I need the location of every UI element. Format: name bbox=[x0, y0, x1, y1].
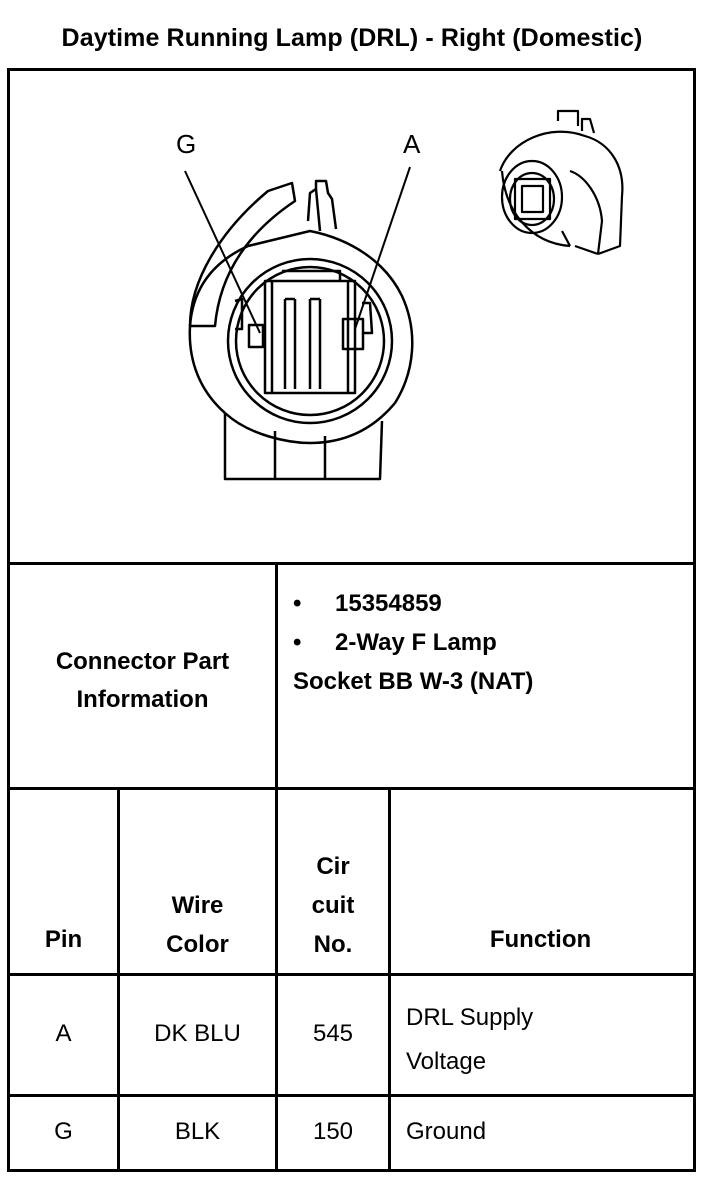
row-a-function-line1: DRL Supply bbox=[406, 1004, 534, 1031]
row-g-function: Ground bbox=[406, 1118, 487, 1145]
header-circuit-line1: Cir bbox=[316, 853, 350, 880]
row-g-pin: G bbox=[54, 1118, 73, 1145]
part-number: 15354859 bbox=[335, 590, 442, 617]
divider-connector-bottom bbox=[7, 787, 693, 790]
connector-part-label: Connector Part Information bbox=[10, 643, 275, 719]
row-a-function-line2: Voltage bbox=[406, 1048, 487, 1075]
table-frame bbox=[7, 68, 696, 1172]
divider-row-a-bottom bbox=[7, 1094, 693, 1097]
header-circuit-line2: cuit bbox=[311, 892, 355, 919]
header-circuit: Cir cuit No. bbox=[278, 847, 388, 964]
row-a-pin: A bbox=[55, 1020, 72, 1047]
connector-part-label-line1: Connector Part bbox=[55, 648, 230, 675]
description-item: • 2-Way F Lamp bbox=[293, 623, 683, 662]
header-circuit-line3: No. bbox=[313, 931, 353, 958]
divider-col-circuit bbox=[388, 787, 391, 1169]
divider-connector-col bbox=[275, 562, 278, 790]
connector-perspective-drawing bbox=[498, 109, 624, 256]
label-g: G bbox=[176, 129, 196, 159]
part-number-item: • 15354859 bbox=[293, 584, 683, 623]
bullet-icon: • bbox=[293, 629, 302, 656]
divider-header-bottom bbox=[7, 973, 693, 976]
description-line1: 2-Way F Lamp bbox=[335, 629, 497, 656]
header-wire-color-line1: Wire bbox=[171, 892, 224, 919]
divider-col-wire bbox=[275, 787, 278, 1169]
divider-diagram-bottom bbox=[7, 562, 693, 565]
label-a: A bbox=[403, 129, 421, 159]
bullet-icon: • bbox=[293, 590, 302, 617]
connector-face-drawing bbox=[184, 166, 414, 481]
header-wire-color-line2: Color bbox=[166, 931, 229, 958]
row-g-circuit: 150 bbox=[312, 1118, 354, 1145]
row-g-wire-color: BLK bbox=[174, 1118, 221, 1145]
row-a-function: DRL Supply Voltage bbox=[406, 996, 686, 1084]
connector-part-label-line2: Information bbox=[76, 686, 209, 713]
page-title: Daytime Running Lamp (DRL) - Right (Dome… bbox=[61, 24, 643, 52]
row-a-wire-color: DK BLU bbox=[154, 1020, 241, 1047]
description-line2: Socket BB W-3 (NAT) bbox=[293, 668, 534, 695]
row-a-circuit: 545 bbox=[312, 1020, 354, 1047]
connector-diagram: G A bbox=[176, 109, 624, 481]
header-pin: Pin bbox=[44, 926, 83, 953]
header-function: Function bbox=[489, 926, 592, 953]
header-wire-color: Wire Color bbox=[120, 886, 275, 964]
connector-part-info: • 15354859 • 2-Way F Lamp Socket BB W-3 (N… bbox=[293, 584, 683, 701]
divider-col-pin bbox=[117, 787, 120, 1169]
